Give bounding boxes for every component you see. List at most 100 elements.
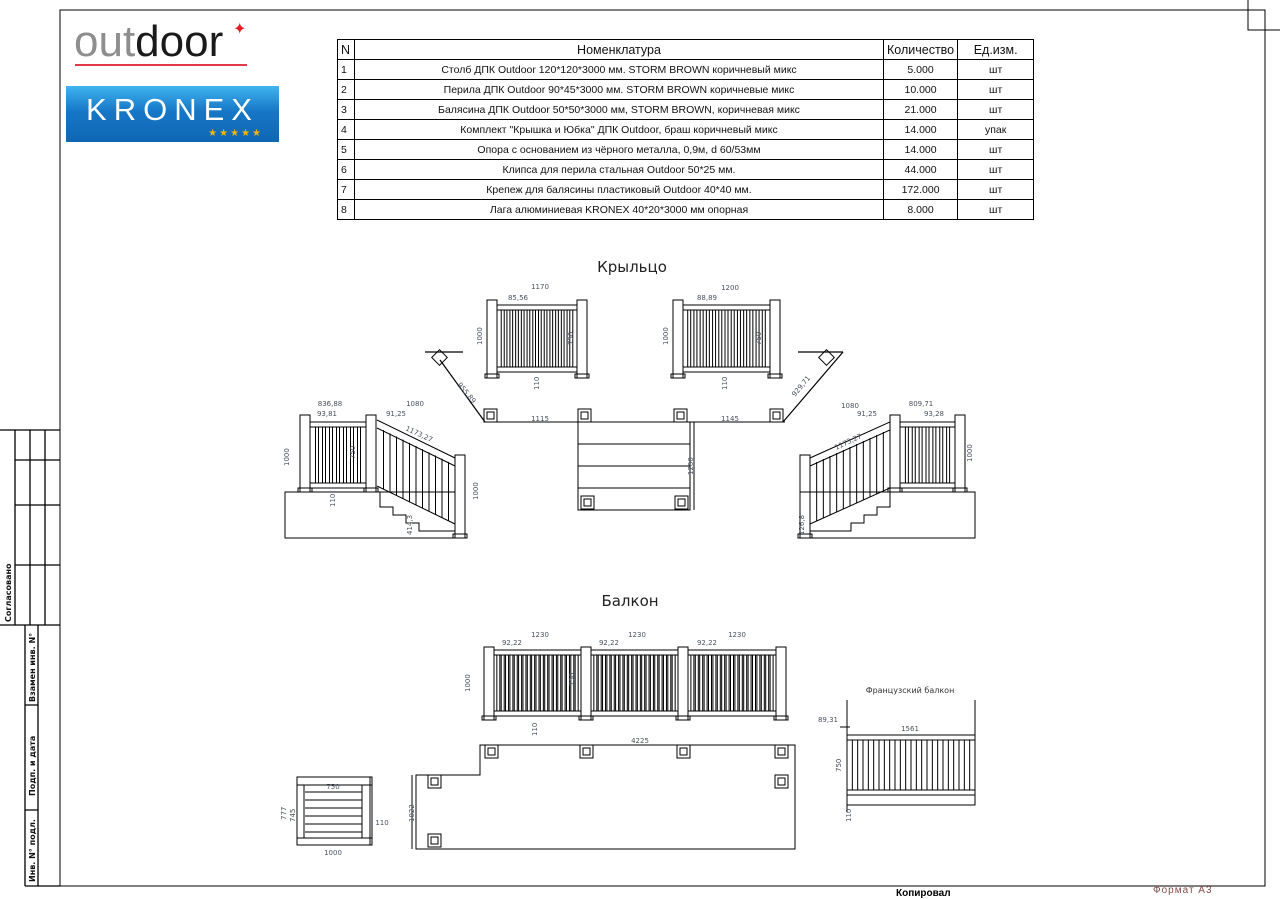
baluster xyxy=(755,310,760,367)
post xyxy=(672,299,684,379)
post-base xyxy=(773,715,789,721)
baluster xyxy=(597,655,602,711)
baluster xyxy=(552,310,557,367)
dim: 92,22 xyxy=(502,639,522,647)
baluster xyxy=(628,655,633,711)
side-stamp xyxy=(0,429,60,887)
dim: 4225 xyxy=(631,737,649,745)
baluster xyxy=(496,655,501,711)
baluster xyxy=(535,655,540,711)
cell-qty: 44.000 xyxy=(882,159,959,180)
dim: 92,22 xyxy=(599,639,619,647)
post-plan xyxy=(427,774,442,789)
baluster xyxy=(546,310,551,367)
post-plan xyxy=(774,744,789,759)
maple-leaf-icon: ✦ xyxy=(233,21,247,38)
cell-unit: шт xyxy=(957,139,1035,160)
post xyxy=(954,414,966,493)
dim: 1115 xyxy=(531,415,549,423)
baluster xyxy=(752,655,756,711)
cell-name: Лага алюминиевая KRONEX 40*20*3000 мм оп… xyxy=(354,199,884,220)
baluster xyxy=(636,655,641,711)
col-n: N xyxy=(337,39,355,60)
cell-n: 3 xyxy=(337,99,355,120)
dim: 1230 xyxy=(728,631,746,639)
baluster xyxy=(552,655,557,711)
baluster xyxy=(570,655,575,711)
baluster xyxy=(623,655,628,711)
rail-panel xyxy=(309,421,367,489)
baluster xyxy=(645,655,650,711)
dim: 1022 xyxy=(408,804,416,822)
cell-n: 5 xyxy=(337,139,355,160)
post xyxy=(576,299,588,379)
baluster xyxy=(939,427,944,483)
dim: 1170 xyxy=(531,283,549,291)
cell-name: Перила ДПК Outdoor 90*45*3000 мм. STORM … xyxy=(354,79,884,100)
dim: 1080 xyxy=(841,402,859,410)
stamp-agreed: Согласовано xyxy=(4,563,13,622)
cell-n: 6 xyxy=(337,159,355,180)
baluster xyxy=(718,310,723,367)
post-base xyxy=(675,715,691,721)
post xyxy=(365,414,377,493)
cell-qty: 172.000 xyxy=(882,179,959,200)
cell-name: Крепеж для балясины пластиковый Outdoor … xyxy=(354,179,884,200)
baluster xyxy=(518,655,523,711)
post-plan xyxy=(676,744,691,759)
dim: 85,56 xyxy=(508,294,529,302)
col-unit: Ед.изм. xyxy=(957,39,1035,60)
balcony-title: Балкон xyxy=(601,592,658,610)
french-balcony-title: Французский балкон xyxy=(866,686,955,695)
baluster xyxy=(632,655,637,711)
baluster xyxy=(769,655,774,711)
cell-unit: шт xyxy=(957,179,1035,200)
post-base xyxy=(767,373,783,379)
dim: 750 xyxy=(349,446,357,459)
dim: 955,89 xyxy=(455,381,477,405)
baluster xyxy=(522,655,527,711)
baluster xyxy=(756,655,761,711)
baluster xyxy=(658,655,663,711)
dim: 1145 xyxy=(721,415,739,423)
table-header: N Номенклатура Количество Ед.изм. xyxy=(337,39,1035,60)
post-plan xyxy=(577,408,592,423)
baluster xyxy=(730,310,735,367)
cell-unit: шт xyxy=(957,199,1035,220)
baluster xyxy=(548,655,553,711)
post-base xyxy=(297,487,313,493)
rail-panel xyxy=(899,421,956,489)
baluster xyxy=(699,655,704,711)
cell-n: 1 xyxy=(337,59,355,80)
baluster xyxy=(667,655,672,711)
post-plan xyxy=(674,495,689,510)
dim: 88,89 xyxy=(697,294,717,302)
baluster xyxy=(730,655,734,711)
baluster xyxy=(615,655,620,711)
cell-unit: упак xyxy=(957,119,1035,140)
post xyxy=(483,646,495,721)
dim: 929,71 xyxy=(790,374,812,398)
dim: 91,25 xyxy=(386,410,406,418)
baluster xyxy=(509,655,514,711)
kronex-logo: KRONEX ★★★★★ xyxy=(66,86,279,142)
cell-qty: 14.000 xyxy=(882,139,959,160)
outdoor-logo: outdoor xyxy=(74,17,224,66)
dim: 750 xyxy=(835,759,843,772)
drawing-geometry xyxy=(284,299,976,850)
col-qty: Количество xyxy=(882,39,959,60)
stamp-replaced: Взамен инв. N° xyxy=(28,633,37,702)
post-base xyxy=(452,533,468,539)
post-base xyxy=(484,373,500,379)
post-base xyxy=(574,373,590,379)
footer-copied: Копировал xyxy=(896,888,951,899)
baluster xyxy=(904,427,909,483)
stamp-signdate: Подп. и дата xyxy=(28,736,37,796)
baluster xyxy=(703,655,708,711)
rail-panel xyxy=(496,304,578,373)
cell-unit: шт xyxy=(957,79,1035,100)
